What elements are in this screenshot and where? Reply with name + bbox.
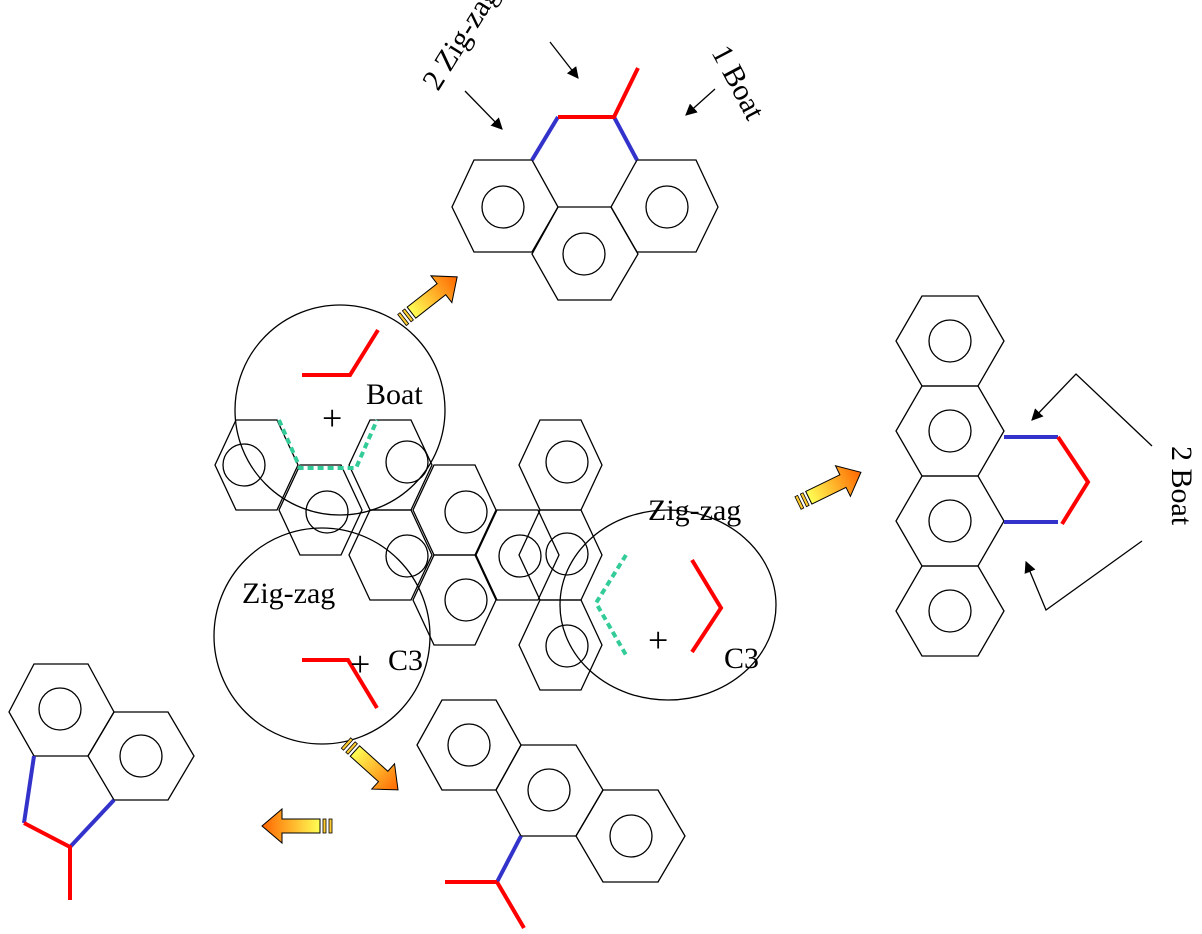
aromatic-circle [498, 534, 542, 578]
boat-fragment [302, 328, 380, 377]
zigzag-label-right: Zig-zag [648, 494, 741, 527]
hex-ring [895, 565, 1005, 657]
added-carbon-chain [1056, 435, 1091, 526]
aromatic-circle [385, 534, 429, 578]
aromatic-circle [444, 490, 488, 534]
new-bond [495, 835, 523, 883]
new-bond [22, 755, 36, 824]
hex-ring [495, 744, 604, 837]
boat-zone-circle [234, 304, 446, 516]
aromatic-circle [119, 734, 163, 778]
bottom-middle-product [416, 699, 686, 930]
hex-ring [518, 509, 603, 601]
added-fragments [302, 328, 724, 710]
hex-ring [895, 475, 1005, 567]
hex-ring [214, 419, 299, 511]
hex-ring [518, 419, 603, 511]
hex-ring [610, 159, 719, 253]
plus-sign: + [350, 644, 370, 684]
annotation-arrows-right [1024, 373, 1153, 612]
new-bond [612, 116, 639, 161]
hex-ring [575, 789, 686, 883]
hex-ring [518, 599, 603, 691]
two-boat-label: 2 Boat [1165, 446, 1198, 526]
hex-ring [895, 295, 1005, 387]
hex-ring [531, 206, 639, 301]
aromatic-circle [928, 589, 972, 633]
block-arrow-down-right [340, 737, 399, 791]
hex-ring [416, 699, 522, 791]
c3-fragment-right [690, 558, 724, 654]
hex-ring [412, 554, 497, 646]
plus-sign: + [648, 620, 668, 660]
right-product [895, 295, 1091, 657]
one-boat-label: 1 Boat [705, 40, 772, 126]
c3-label-left: C3 [388, 644, 423, 677]
aromatic-circle [527, 768, 571, 812]
aromatic-circle [385, 440, 429, 484]
hex-ring [87, 711, 195, 801]
aromatic-circle [609, 814, 653, 858]
zigzag-site-right [593, 553, 628, 656]
aromatic-circle [928, 499, 972, 543]
block-arrow-right [794, 465, 862, 510]
added-carbon [495, 880, 526, 930]
aromatic-circle [305, 490, 349, 534]
c3-fragment-left [302, 658, 379, 710]
added-carbon-chain [23, 821, 72, 900]
aromatic-circle [444, 578, 488, 622]
hex-ring [348, 509, 433, 601]
added-carbon-chain [558, 67, 640, 119]
aromatic-circle [222, 443, 266, 487]
aromatic-circle [928, 319, 972, 363]
reaction-zones [213, 304, 777, 745]
hex-ring [8, 663, 115, 757]
bottom-left-product [8, 663, 195, 900]
aromatic-circle [645, 185, 689, 229]
hex-ring [475, 509, 560, 601]
new-bond [530, 115, 560, 162]
hex-ring [278, 464, 363, 556]
active-sites [277, 419, 628, 656]
zigzag-zone-left [213, 527, 431, 745]
boat-site [277, 419, 379, 470]
two-zigzag-label: 2 Zig-zag [416, 0, 505, 96]
block-arrow-up-right [397, 275, 458, 327]
aromatic-circle [447, 723, 491, 767]
plus-sign: + [322, 398, 342, 438]
aromatic-circle [545, 440, 589, 484]
annotation-arrows-top [464, 41, 716, 130]
block-arrow-left [261, 807, 333, 845]
top-product [451, 67, 719, 301]
aromatic-circle [481, 185, 525, 229]
zigzag-zone-right [559, 509, 777, 701]
c3-label-right: C3 [724, 642, 759, 675]
central-molecule [214, 419, 603, 691]
aromatic-circle [38, 687, 82, 731]
zigzag-label-left: Zig-zag [242, 577, 335, 610]
new-bond [68, 798, 116, 849]
hex-ring [895, 385, 1005, 477]
aromatic-circle [562, 232, 606, 276]
hex-ring [451, 159, 559, 253]
boat-label: Boat [366, 378, 423, 411]
aromatic-circle [928, 409, 972, 453]
aromatic-circle [545, 532, 589, 576]
aromatic-circle [545, 624, 589, 668]
